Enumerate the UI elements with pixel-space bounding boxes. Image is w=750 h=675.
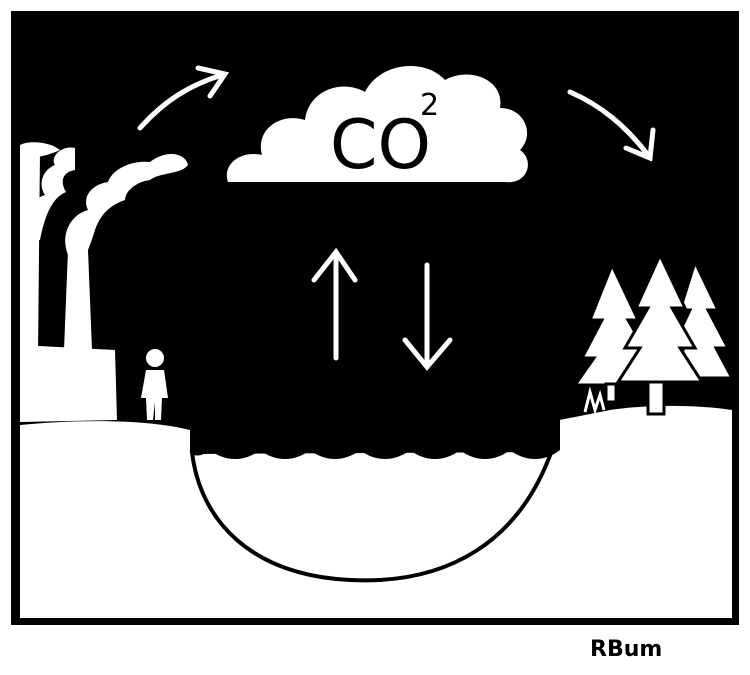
smoke-clouds — [20, 142, 188, 255]
lake-basin — [189, 447, 555, 583]
cloud-label-sup: 2 — [420, 88, 439, 123]
pine-trees — [572, 251, 735, 416]
factory — [20, 150, 117, 422]
co2-cloud — [226, 66, 528, 183]
arrow-up — [311, 247, 358, 361]
arrow-down — [402, 262, 453, 371]
grass-tuft — [583, 386, 606, 416]
person — [141, 349, 168, 420]
arrow-cloud-to-trees — [567, 89, 656, 162]
cloud-label-main: CO — [330, 106, 431, 185]
arrow-factory-to-cloud — [137, 65, 230, 131]
lake-water-waves — [190, 420, 560, 459]
artist-signature: RBum — [590, 637, 662, 662]
